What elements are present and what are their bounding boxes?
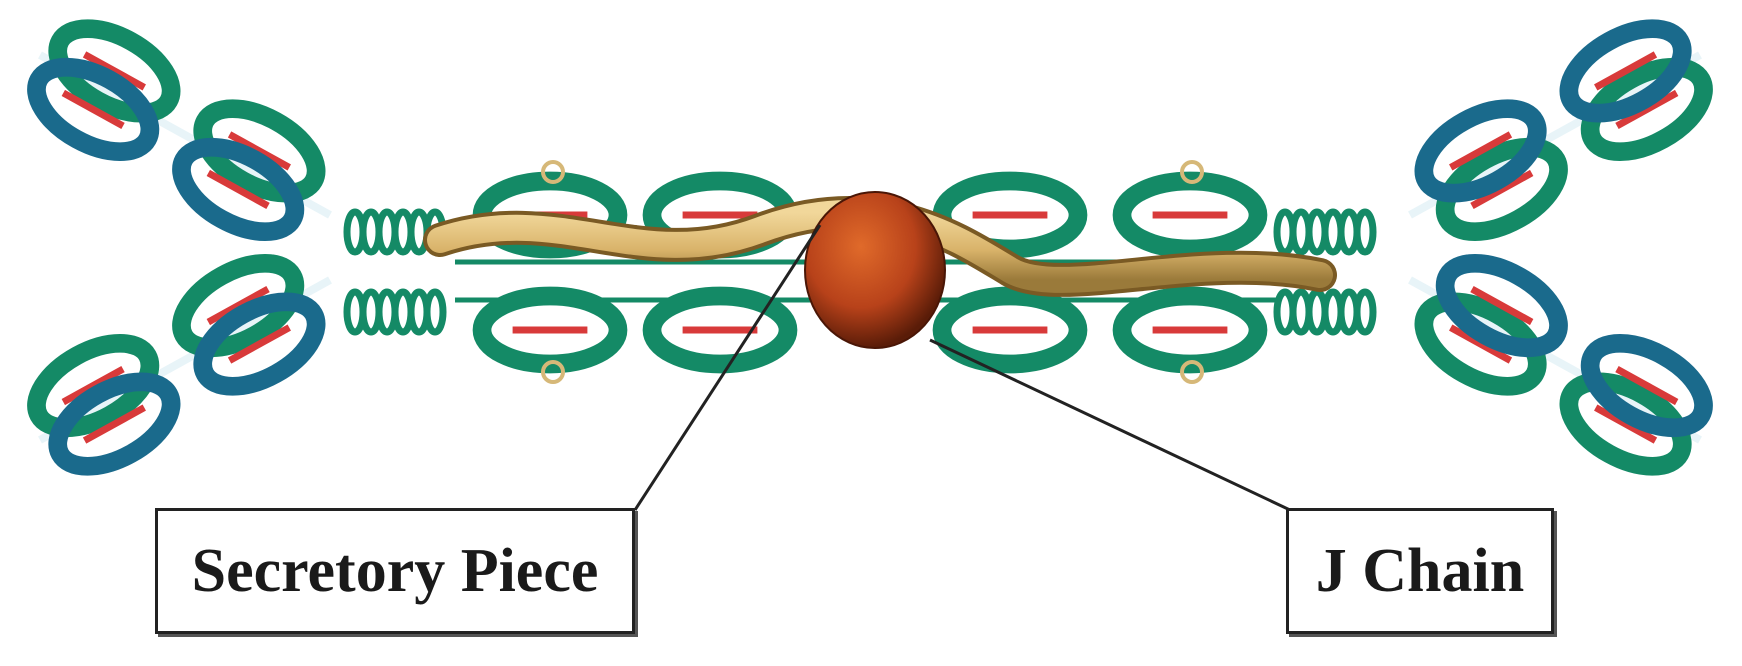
heavy-chain-domain bbox=[193, 99, 326, 203]
light-chain-domain bbox=[193, 292, 326, 396]
secretory-piece-label: Secretory Piece bbox=[191, 536, 599, 605]
carbohydrate-icon bbox=[1180, 360, 1204, 384]
heavy-chain-domain bbox=[172, 253, 305, 358]
fc-domain bbox=[1112, 286, 1268, 374]
heavy-chain-domain bbox=[1580, 57, 1713, 162]
heavy-chain-domain bbox=[1414, 292, 1547, 396]
secretory-piece-leader-line bbox=[633, 224, 822, 511]
j-chain-sphere-icon bbox=[804, 191, 946, 349]
carbohydrate-icon bbox=[541, 160, 565, 184]
carbohydrate-icon bbox=[1180, 160, 1204, 184]
j-chain-label-box: J Chain bbox=[1286, 508, 1554, 634]
j-chain-leader-line bbox=[929, 338, 1291, 512]
hinge-coil-bottom-left bbox=[343, 288, 447, 336]
fab-arm-bl bbox=[27, 253, 332, 476]
heavy-chain-domain bbox=[48, 19, 181, 123]
hinge-coil-top-right bbox=[1273, 208, 1377, 256]
hinge-coil-bottom-right bbox=[1273, 288, 1377, 336]
fab-arm-tr bbox=[1408, 19, 1713, 242]
fc-domain bbox=[1112, 171, 1268, 259]
heavy-chain-domain bbox=[27, 333, 160, 438]
fc-domain bbox=[472, 286, 628, 374]
fc-domain bbox=[642, 286, 798, 374]
fc-domain bbox=[932, 286, 1088, 374]
light-chain-domain bbox=[48, 372, 181, 476]
light-chain-domain bbox=[172, 137, 305, 242]
fab-arm-br bbox=[1408, 253, 1713, 476]
light-chain-domain bbox=[27, 57, 160, 162]
light-chain-domain bbox=[1559, 19, 1692, 123]
heavy-chain-domain bbox=[1559, 372, 1692, 476]
heavy-chain-domain bbox=[1435, 137, 1568, 242]
light-chain-domain bbox=[1435, 253, 1568, 358]
j-chain-label: J Chain bbox=[1315, 536, 1525, 605]
light-chain-domain bbox=[1414, 99, 1547, 203]
light-chain-domain bbox=[1580, 333, 1713, 438]
carbohydrate-icon bbox=[541, 360, 565, 384]
secretory-piece-label-box: Secretory Piece bbox=[155, 508, 635, 634]
fab-arm-tl bbox=[27, 19, 332, 242]
